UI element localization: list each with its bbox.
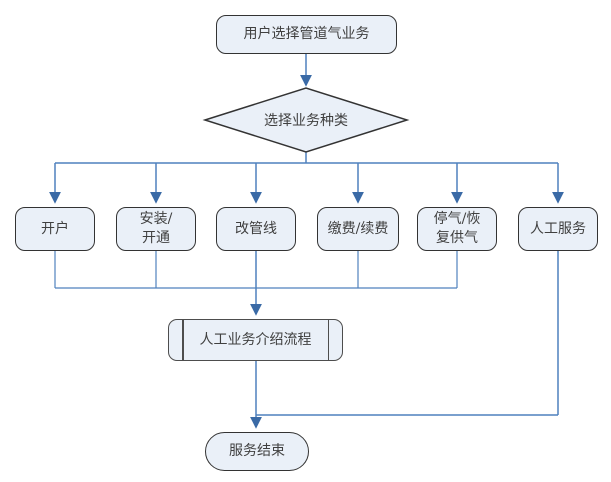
- node-label: 人工业务介绍流程: [199, 331, 312, 348]
- decision-diamond: [202, 87, 410, 153]
- node-open-account: 开户: [15, 207, 95, 251]
- node-label: 复供气: [436, 230, 478, 246]
- node-manual-service: 人工服务: [518, 207, 598, 251]
- node-label: 开通: [142, 230, 170, 246]
- predefined-process-bar-left: [182, 320, 184, 360]
- node-label: 选择业务种类: [264, 113, 348, 129]
- predefined-process-bar-right: [327, 320, 329, 360]
- node-label: 改管线: [235, 220, 277, 237]
- node-label: 人工服务: [530, 220, 586, 237]
- node-change-pipeline: 改管线: [216, 207, 296, 251]
- node-start: 用户选择管道气业务: [216, 15, 397, 54]
- node-label: 安装/: [139, 211, 173, 227]
- node-label: 服务结束: [229, 443, 285, 459]
- node-label: 用户选择管道气业务: [243, 26, 370, 42]
- node-install-activate: 安装/ 开通: [116, 207, 196, 251]
- node-decision: 选择业务种类: [206, 107, 406, 133]
- node-service-end: 服务结束: [205, 432, 309, 471]
- node-label: 停气/恢: [433, 211, 481, 227]
- node-payment-renewal: 缴费/续费: [317, 207, 399, 251]
- node-stop-resume-gas: 停气/恢 复供气: [417, 207, 497, 251]
- node-label: 开户: [41, 220, 69, 237]
- node-manual-process-intro: 人工业务介绍流程: [168, 319, 343, 361]
- node-label: 缴费/续费: [327, 220, 389, 237]
